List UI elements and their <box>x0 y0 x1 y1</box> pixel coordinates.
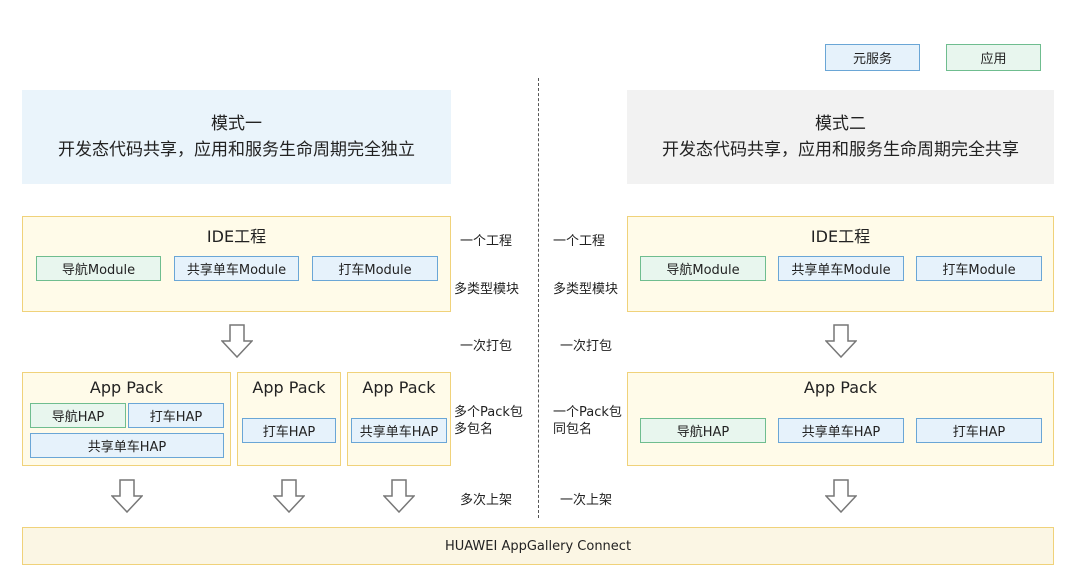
left-label-multi-module: 多类型模块 <box>454 282 520 297</box>
left-ide-title: IDE工程 <box>206 227 267 246</box>
right-module-bike-label: 共享单车Module <box>791 263 891 278</box>
left-module-taxi: 打车Module <box>312 256 438 281</box>
legend-service-label: 元服务 <box>852 52 892 67</box>
right-ide-title: IDE工程 <box>810 227 871 246</box>
left-hap-taxi-label: 打车HAP <box>149 410 203 425</box>
arrow-down-icon <box>383 479 415 513</box>
mode-two-subtitle: 开发态代码共享，应用和服务生命周期完全共享 <box>662 140 1019 160</box>
left-label-multi-release: 多次上架 <box>460 493 513 508</box>
left-pack-bike-hap-label: 共享单车HAP <box>359 425 439 440</box>
mode-one-title: 模式一 <box>211 114 262 134</box>
right-hap-taxi: 打车HAP <box>916 418 1042 443</box>
right-hap-bike-label: 共享单车HAP <box>801 425 881 440</box>
right-module-nav: 导航Module <box>640 256 766 281</box>
right-label-project: 一个工程 <box>553 234 606 249</box>
mode-one-header: 模式一 开发态代码共享，应用和服务生命周期完全独立 <box>22 90 451 184</box>
left-module-bike-label: 共享单车Module <box>186 263 287 278</box>
left-hap-taxi: 打车HAP <box>128 403 224 428</box>
arrow-down-icon <box>221 324 253 358</box>
right-label-one-pack-line1: 一个Pack包 <box>553 405 622 420</box>
arrow-down-icon <box>111 479 143 513</box>
legend-app-label: 应用 <box>980 52 1007 67</box>
right-label-multi-module: 多类型模块 <box>553 282 619 297</box>
left-hap-bike: 共享单车HAP <box>30 433 224 458</box>
right-module-taxi: 打车Module <box>916 256 1042 281</box>
left-label-multi-pack-line2: 多包名 <box>454 422 494 437</box>
left-pack-bike-hap: 共享单车HAP <box>351 418 447 443</box>
appgallery-connect-bar: HUAWEI AppGallery Connect <box>22 527 1054 565</box>
right-module-nav-label: 导航Module <box>666 263 740 278</box>
left-app-pack-taxi-title: App Pack <box>252 378 326 397</box>
right-module-bike: 共享单车Module <box>778 256 904 281</box>
mode-one-subtitle: 开发态代码共享，应用和服务生命周期完全独立 <box>58 140 415 160</box>
right-module-taxi-label: 打车Module <box>942 263 1016 278</box>
left-module-bike: 共享单车Module <box>174 256 299 281</box>
center-divider <box>538 78 539 518</box>
left-hap-bike-label: 共享单车HAP <box>87 440 167 455</box>
legend-service: 元服务 <box>825 44 920 71</box>
arrow-down-icon <box>273 479 305 513</box>
right-hap-taxi-label: 打车HAP <box>952 425 1006 440</box>
left-hap-nav: 导航HAP <box>30 403 126 428</box>
arrow-down-icon <box>825 479 857 513</box>
right-hap-bike: 共享单车HAP <box>778 418 904 443</box>
left-module-nav-label: 导航Module <box>61 263 136 278</box>
left-pack-taxi-hap-label: 打车HAP <box>262 425 316 440</box>
mode-two-title: 模式二 <box>815 114 866 134</box>
right-hap-nav-label: 导航HAP <box>676 425 730 440</box>
left-label-pack-once: 一次打包 <box>460 339 513 354</box>
mode-two-header: 模式二 开发态代码共享，应用和服务生命周期完全共享 <box>627 90 1054 184</box>
appgallery-connect-label: HUAWEI AppGallery Connect <box>444 538 632 554</box>
left-module-nav: 导航Module <box>36 256 161 281</box>
right-label-one-release: 一次上架 <box>560 493 613 508</box>
left-app-pack-bike-title: App Pack <box>362 378 436 397</box>
right-label-one-pack: 一个Pack包 同包名 <box>553 404 622 438</box>
left-pack-taxi-hap: 打车HAP <box>242 418 336 443</box>
left-module-taxi-label: 打车Module <box>338 263 412 278</box>
arrow-down-icon <box>825 324 857 358</box>
left-label-project: 一个工程 <box>460 234 513 249</box>
right-app-pack-title: App Pack <box>803 378 878 397</box>
left-hap-nav-label: 导航HAP <box>51 410 105 425</box>
right-label-pack-once: 一次打包 <box>560 339 613 354</box>
left-label-multi-pack-line1: 多个Pack包 <box>454 405 523 420</box>
left-label-multi-pack: 多个Pack包 多包名 <box>454 404 523 438</box>
right-hap-nav: 导航HAP <box>640 418 766 443</box>
legend-app: 应用 <box>946 44 1041 71</box>
right-label-one-pack-line2: 同包名 <box>553 422 593 437</box>
left-app-pack-main-title: App Pack <box>89 378 164 397</box>
